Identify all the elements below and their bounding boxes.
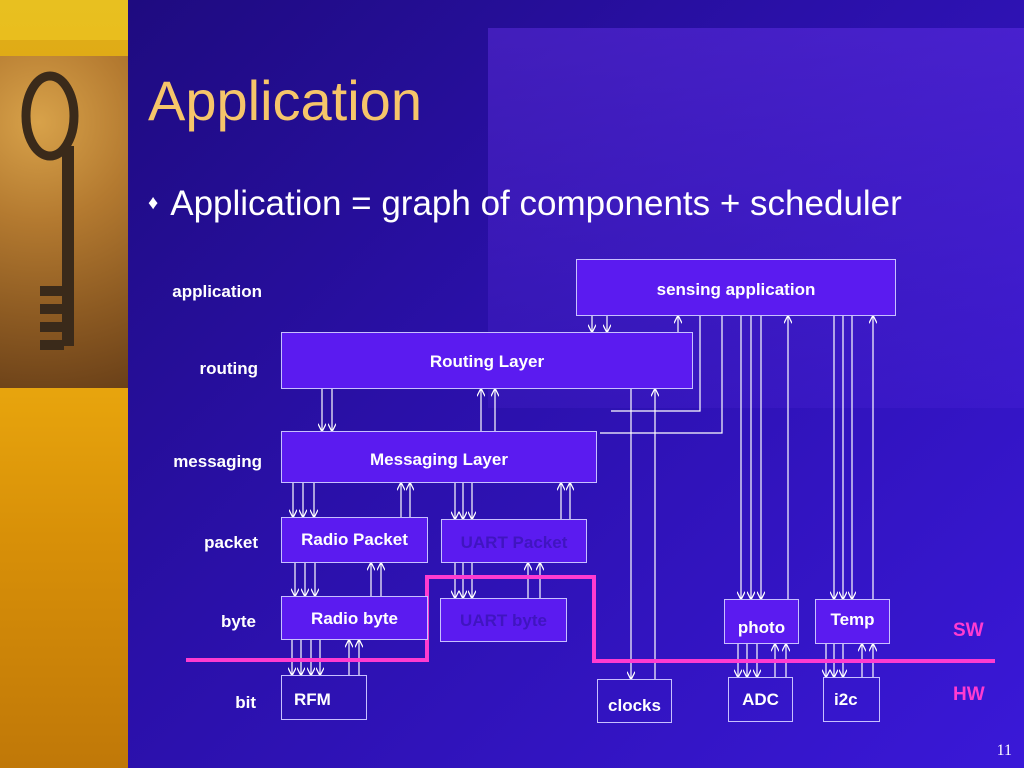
layer-label-routing: routing: [199, 359, 258, 378]
component-photo: photo: [724, 599, 799, 644]
component-i2c: i2c: [823, 677, 880, 722]
component-routing-layer: Routing Layer: [281, 332, 693, 389]
component-uart-byte: UART byte: [440, 598, 567, 642]
component-messaging-layer: Messaging Layer: [281, 431, 597, 483]
component-radio-byte: Radio byte: [281, 596, 428, 640]
component-clocks: clocks: [597, 679, 672, 723]
bullet-item: ♦ Application = graph of components + sch…: [148, 184, 902, 224]
hw-label: HW: [953, 684, 985, 705]
component-uart-packet: UART Packet: [441, 519, 587, 563]
page-number: 11: [996, 742, 1012, 759]
strip-band: [0, 40, 128, 56]
layer-label-bit: bit: [235, 693, 256, 712]
component-rfm: RFM: [281, 675, 367, 720]
page-title: Application: [148, 69, 422, 132]
component-sensing-application: sensing application: [576, 259, 896, 316]
connector-line: [600, 316, 723, 434]
key-icon: [21, 71, 79, 350]
bullet-text: Application = graph of components + sche…: [170, 184, 902, 223]
component-radio-packet: Radio Packet: [281, 517, 428, 563]
key-photo: [0, 56, 128, 388]
component-temp: Temp: [815, 599, 890, 644]
layer-label-messaging: messaging: [173, 452, 262, 471]
layer-label-packet: packet: [204, 533, 258, 552]
component-adc: ADC: [728, 677, 793, 722]
connector-line: [611, 316, 701, 412]
layer-label-byte: byte: [221, 612, 256, 631]
layer-label-application: application: [172, 282, 262, 301]
diamond-bullet-icon: ♦: [148, 192, 159, 214]
hw-sw-boundary-line: [186, 575, 995, 663]
sw-label: SW: [953, 620, 984, 641]
